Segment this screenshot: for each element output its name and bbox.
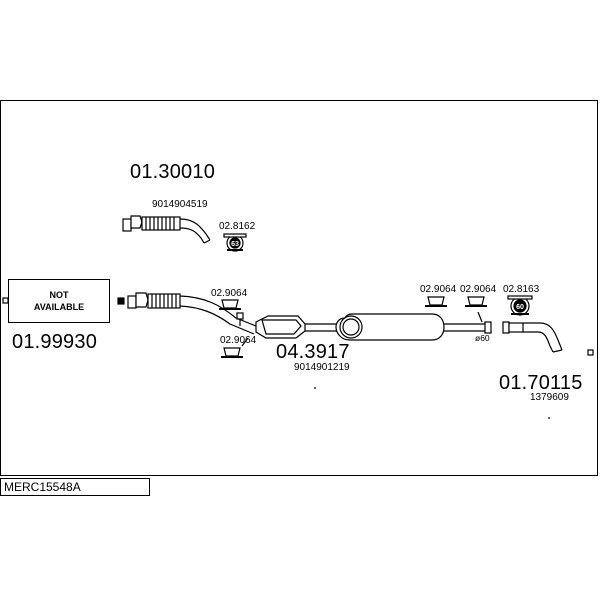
center-silencer-drawing[interactable] (255, 313, 492, 341)
reference-code: MERC15548A (4, 480, 81, 494)
reference-box: MERC15548A (0, 478, 150, 496)
front-pipe-code[interactable]: 01.30010 (130, 161, 215, 183)
downpipe-drawing[interactable] (117, 292, 257, 335)
not-available-box: NOT AVAILABLE (8, 279, 110, 323)
clamp-top-code[interactable]: 02.8162 (219, 221, 256, 232)
hanger-c-code[interactable]: 02.9064 (420, 284, 457, 295)
hanger-drawing-c[interactable] (425, 296, 447, 307)
hanger-drawing-a[interactable] (219, 299, 244, 326)
tail-pipe-drawing[interactable] (502, 321, 563, 353)
center-silencer-oem: 9014901219 (294, 362, 350, 373)
not-available-line1: NOT (49, 290, 69, 300)
clamp-rear-badge: 60 (516, 304, 524, 311)
hanger-drawing-b[interactable] (221, 337, 249, 358)
downpipe-code[interactable]: 01.99930 (12, 331, 97, 353)
clamp-drawing-rear[interactable] (507, 295, 533, 316)
hanger-drawing-d[interactable] (465, 296, 487, 323)
diagram-frame (0, 100, 598, 476)
tail-pipe-code[interactable]: 01.70115 (499, 372, 583, 394)
diameter-label: ø60 (475, 333, 490, 343)
clamp-top-badge: 63 (231, 241, 239, 248)
clamp-drawing-top[interactable] (223, 233, 247, 252)
hanger-d-code[interactable]: 02.9064 (460, 284, 497, 295)
hanger-b-code[interactable]: 02.9064 (220, 335, 257, 346)
front-pipe-oem: 9014904519 (152, 199, 208, 210)
frame-marker-right (587, 349, 594, 356)
center-silencer-code[interactable]: 04.3917 (276, 341, 350, 363)
tail-pipe-oem: 1379609 (530, 392, 569, 403)
not-available-line2: AVAILABLE (33, 302, 85, 312)
front-pipe-drawing[interactable] (122, 215, 211, 244)
clamp-rear-code[interactable]: 02.8163 (503, 284, 540, 295)
hanger-a-code[interactable]: 02.9064 (211, 288, 248, 299)
